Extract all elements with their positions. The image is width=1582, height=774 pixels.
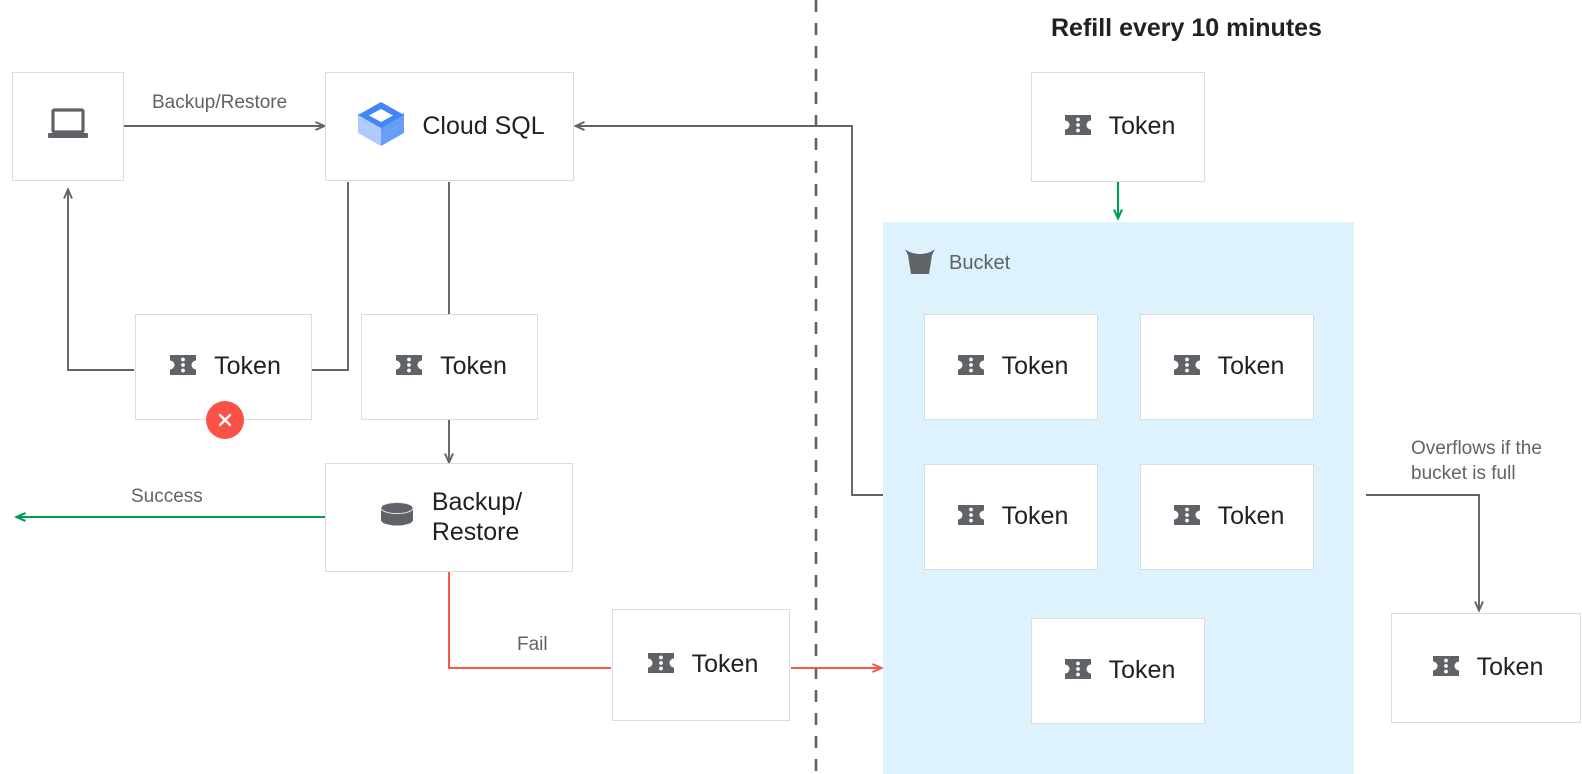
bucket-token-2[interactable]: Token xyxy=(1140,314,1314,420)
token-icon xyxy=(954,498,988,537)
bucket-token-label: Token xyxy=(1217,502,1285,531)
token-overflow-label: Token xyxy=(1476,653,1544,682)
cloud-sql-icon xyxy=(354,95,408,158)
token-icon xyxy=(166,348,200,387)
token-overflow[interactable]: Token xyxy=(1391,613,1581,723)
database-icon xyxy=(376,497,418,538)
edge-backup-fail-to-token xyxy=(448,571,611,669)
laptop-icon xyxy=(47,107,89,146)
edge-label-backup-restore: Backup/Restore xyxy=(152,92,288,113)
bucket-token-label: Token xyxy=(1001,352,1069,381)
bucket-icon xyxy=(903,246,937,281)
bucket-token-5[interactable]: Token xyxy=(1031,618,1205,724)
edge-bucket-to-cloudsql xyxy=(576,126,883,496)
token-fail-label: Token xyxy=(691,650,759,679)
bucket-token-1[interactable]: Token xyxy=(924,314,1098,420)
token-icon xyxy=(644,646,678,685)
error-x-icon xyxy=(206,401,244,439)
token-icon xyxy=(954,348,988,387)
token-consumed[interactable]: Token xyxy=(361,314,538,420)
bucket-token-label: Token xyxy=(1108,656,1176,685)
token-icon xyxy=(1429,649,1463,688)
token-icon xyxy=(1170,348,1204,387)
bucket-label: Bucket xyxy=(949,252,1011,274)
bucket-token-label: Token xyxy=(1001,502,1069,531)
token-returned-on-fail[interactable]: Token xyxy=(612,609,790,721)
backup-restore-label: Backup/ Restore xyxy=(431,488,523,546)
token-icon xyxy=(392,348,426,387)
edge-token-rejected-to-client xyxy=(68,190,134,371)
cloud-sql-label: Cloud SQL xyxy=(422,111,545,140)
token-refill[interactable]: Token xyxy=(1031,72,1205,182)
edge-bucket-overflow-to-token xyxy=(1366,494,1479,610)
bucket-header: Bucket xyxy=(903,246,1010,281)
backup-restore[interactable]: Backup/ Restore xyxy=(325,463,573,572)
token-consumed-label: Token xyxy=(440,352,507,381)
bucket-token-label: Token xyxy=(1217,352,1285,381)
token-icon xyxy=(1061,108,1095,147)
edge-label-success: Success xyxy=(131,486,203,507)
edge-label-fail: Fail xyxy=(517,634,548,655)
token-rejected-label: Token xyxy=(214,352,281,381)
token-icon xyxy=(1061,652,1095,691)
token-refill-label: Token xyxy=(1108,112,1176,141)
token-icon xyxy=(1170,498,1204,537)
bucket-token-3[interactable]: Token xyxy=(924,464,1098,570)
edge-label-overflow: Overflows if the bucket is full xyxy=(1411,438,1542,485)
page-title: Refill every 10 minutes xyxy=(1051,14,1322,42)
bucket-token-4[interactable]: Token xyxy=(1140,464,1314,570)
cloud-sql[interactable]: Cloud SQL xyxy=(325,72,574,181)
edge-cloudsql-to-token-rejected xyxy=(312,182,349,371)
client-workstation[interactable] xyxy=(12,72,124,181)
